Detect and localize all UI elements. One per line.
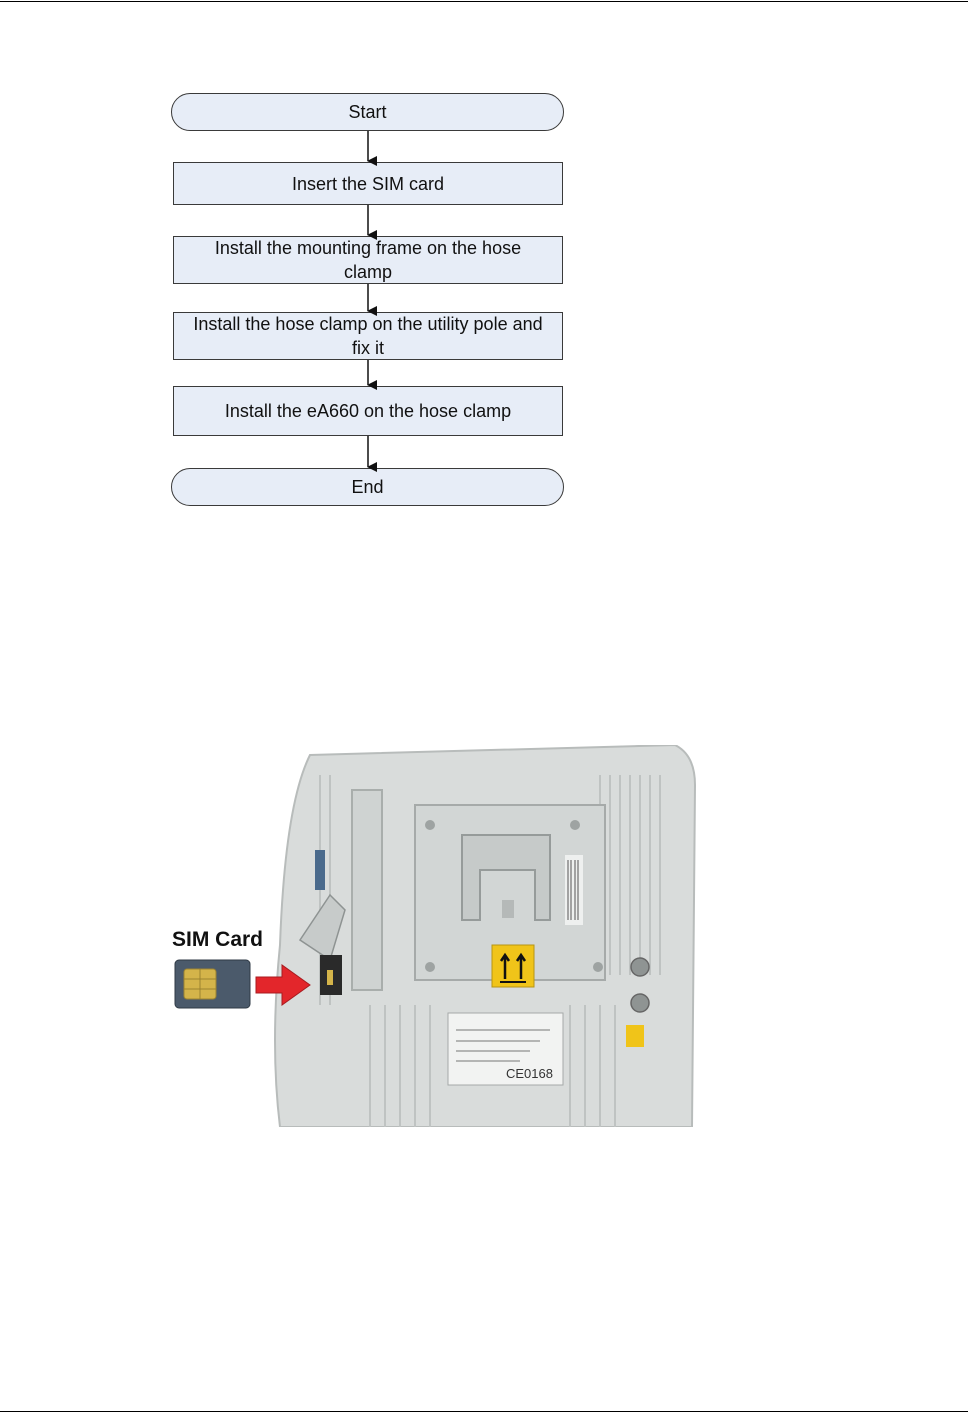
ce-mark: CE0168 [506,1066,553,1081]
ground-screw [631,994,649,1012]
footer-rule [0,1411,968,1412]
installation-flowchart: Start Insert the SIM card Install the mo… [0,0,968,520]
orientation-label [492,945,534,987]
ground-label [626,1025,644,1047]
sim-card-label: SIM Card [172,928,263,952]
device-handle [352,790,382,990]
flow-connectors [0,0,968,520]
ground-screw [631,958,649,976]
